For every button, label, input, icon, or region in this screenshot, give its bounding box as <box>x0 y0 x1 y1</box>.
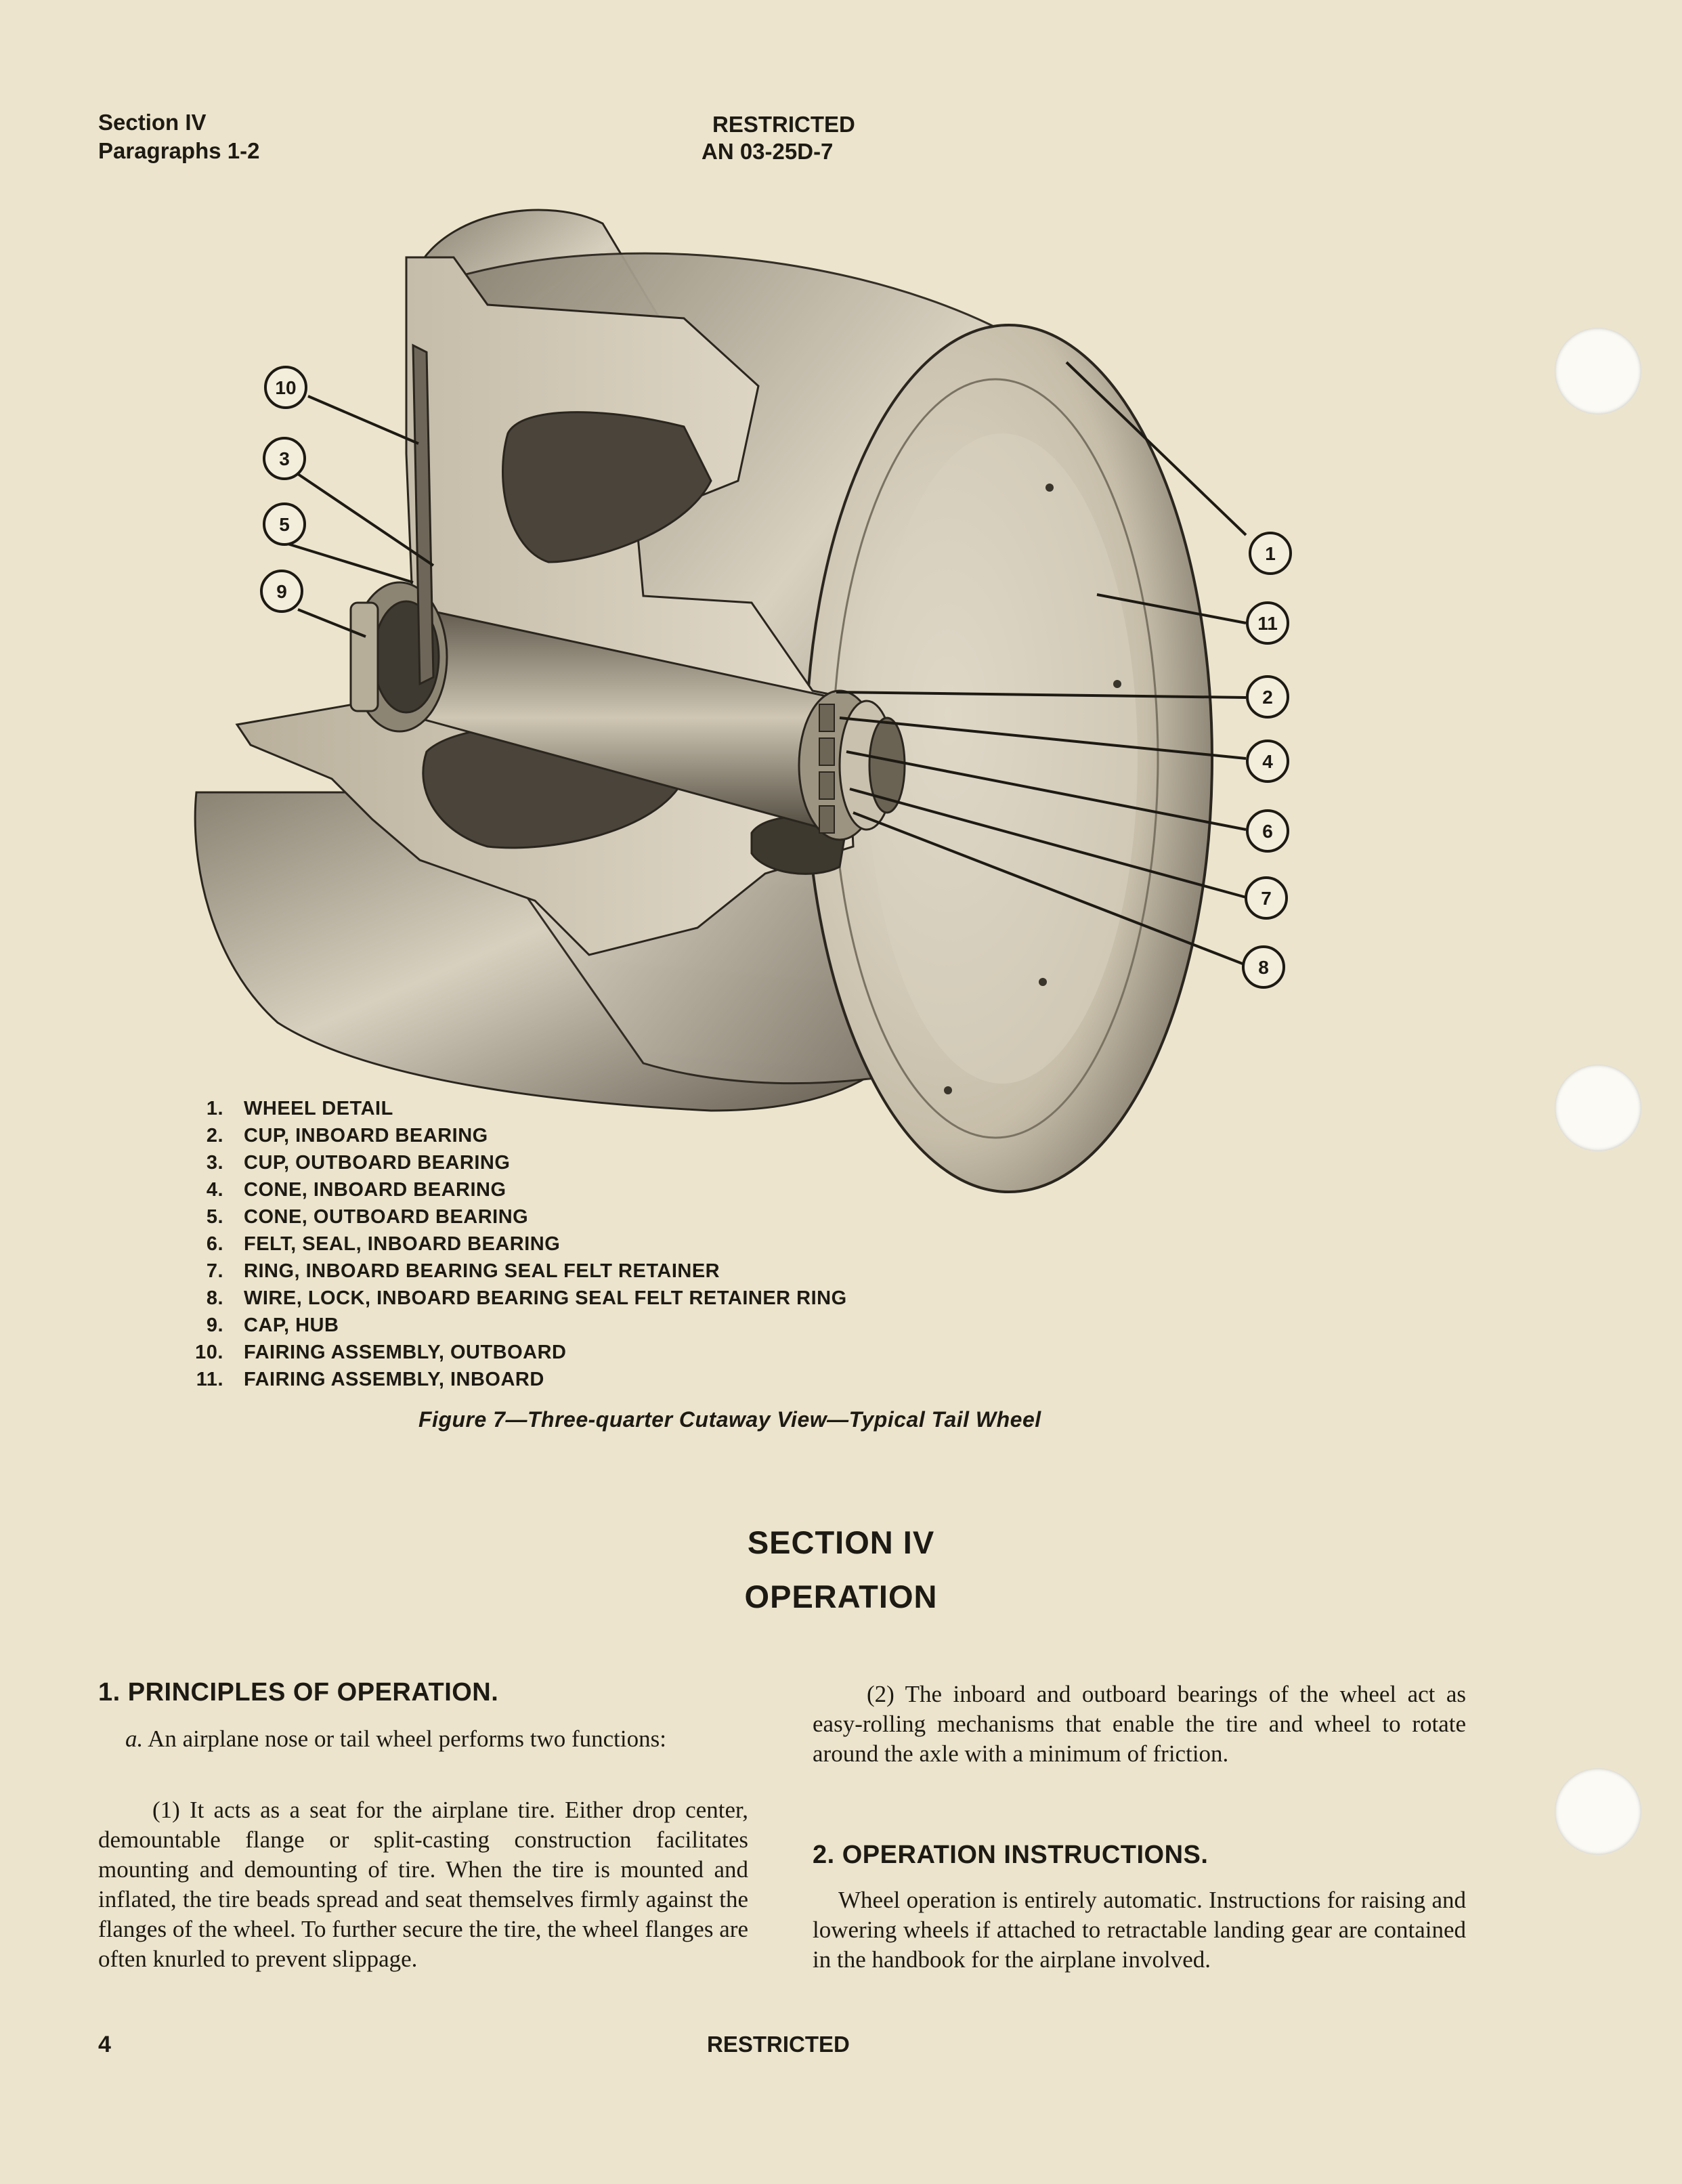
header-doc-number: AN 03-25D-7 <box>702 139 834 164</box>
callout-2: 2 <box>1246 675 1289 719</box>
legend-item: 11.FAIRING ASSEMBLY, INBOARD <box>196 1369 544 1390</box>
para1-p2: (2) The inboard and outboard bearings of… <box>813 1681 1466 1767</box>
callout-5: 5 <box>263 502 306 546</box>
svg-text:7: 7 <box>1261 888 1272 909</box>
header-classification: RESTRICTED <box>712 112 855 137</box>
legend-item: 7.RING, INBOARD BEARING SEAL FELT RETAIN… <box>206 1260 720 1282</box>
svg-text:9: 9 <box>276 581 287 602</box>
legend-item: 10.FAIRING ASSEMBLY, OUTBOARD <box>195 1342 567 1363</box>
para1-a: a. An airplane nose or tail wheel perfor… <box>98 1724 748 1754</box>
callout-10: 10 <box>264 366 307 409</box>
legend-item: 9.CAP, HUB <box>206 1314 339 1336</box>
legend-item: 5.CONE, OUTBOARD BEARING <box>206 1206 529 1228</box>
callout-8: 8 <box>1242 945 1285 989</box>
callout-3: 3 <box>263 437 306 480</box>
callout-7: 7 <box>1245 876 1288 920</box>
callout-11: 11 <box>1246 601 1289 645</box>
figure-legend: 1.WHEEL DETAIL 2.CUP, INBOARD BEARING 3.… <box>183 1095 847 1393</box>
svg-text:8: 8 <box>1258 957 1269 978</box>
callout-9: 9 <box>260 570 303 613</box>
legend-item: 6.FELT, SEAL, INBOARD BEARING <box>206 1233 561 1255</box>
legend-item: 1.WHEEL DETAIL <box>206 1098 393 1119</box>
figure-caption: Figure 7—Three-quarter Cutaway View—Typi… <box>418 1407 1041 1432</box>
para2-heading: 2. OPERATION INSTRUCTIONS. <box>813 1841 1209 1869</box>
callout-4: 4 <box>1246 740 1289 783</box>
legend-item: 2.CUP, INBOARD BEARING <box>206 1125 488 1147</box>
legend-item: 4.CONE, INBOARD BEARING <box>206 1179 506 1201</box>
para1-a-text: An airplane nose or tail wheel performs … <box>148 1726 666 1752</box>
svg-text:2: 2 <box>1262 687 1273 708</box>
header-section: Section IV <box>98 110 207 135</box>
svg-text:1: 1 <box>1265 543 1276 564</box>
svg-text:3: 3 <box>279 448 290 469</box>
svg-text:5: 5 <box>279 514 290 535</box>
tail-wheel-cutaway-illustration <box>194 209 1213 1193</box>
callout-1: 1 <box>1249 532 1292 575</box>
section-title: SECTION IV <box>747 1524 935 1560</box>
svg-text:11: 11 <box>1257 613 1278 634</box>
footer-classification: RESTRICTED <box>707 2032 850 2057</box>
binder-hole-bottom <box>1555 1768 1641 1855</box>
callout-6: 6 <box>1246 809 1289 853</box>
section-subtitle: OPERATION <box>744 1579 938 1614</box>
binder-hole-middle <box>1555 1065 1641 1151</box>
para1-p1: (1) It acts as a seat for the airplane t… <box>98 1797 748 1972</box>
svg-text:6: 6 <box>1262 821 1273 842</box>
svg-text:10: 10 <box>275 377 296 398</box>
para1-heading: 1. PRINCIPLES OF OPERATION. <box>98 1678 499 1707</box>
page-number: 4 <box>98 2032 111 2057</box>
header-paragraphs: Paragraphs 1-2 <box>98 138 260 163</box>
para1-a-label: a. <box>125 1726 144 1752</box>
legend-item: 8.WIRE, LOCK, INBOARD BEARING SEAL FELT … <box>206 1287 847 1309</box>
binder-hole-top <box>1555 328 1641 414</box>
para2-text: Wheel operation is entirely automatic. I… <box>813 1887 1466 1973</box>
legend-item: 3.CUP, OUTBOARD BEARING <box>206 1152 511 1174</box>
svg-text:4: 4 <box>1262 751 1273 772</box>
